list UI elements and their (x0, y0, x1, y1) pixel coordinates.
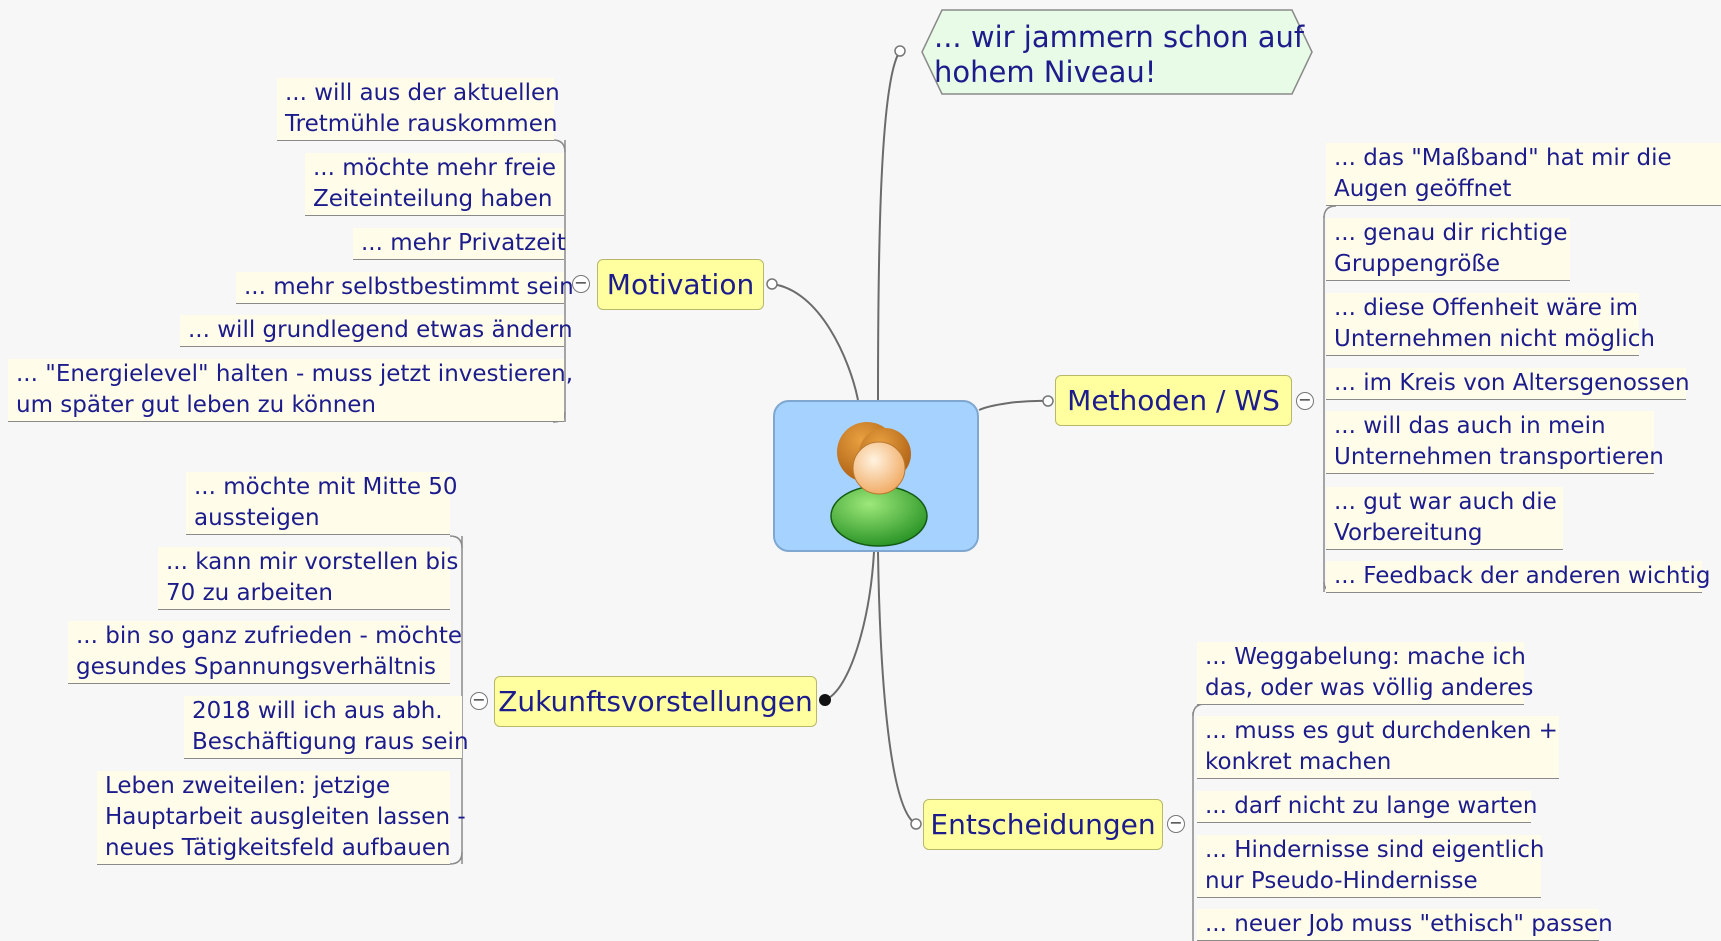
callout-shape (921, 9, 1313, 95)
link-endpoint (1042, 395, 1054, 407)
callout-line-1: ... wir jammern schon auf (934, 20, 1305, 54)
link-central-zukunft (824, 551, 875, 701)
person-icon (830, 422, 928, 547)
link-endpoint (766, 278, 778, 290)
callout-text: ... wir jammern schon auf hohem Niveau! (934, 20, 1304, 90)
collapse-toggle-methoden[interactable]: − (1296, 392, 1314, 410)
zukunft-item-4[interactable]: 2018 will ich aus abh. Beschäftigung rau… (184, 696, 469, 759)
topic-entscheidungen-label: Entscheidungen (930, 808, 1156, 841)
zukunft-item-1[interactable]: ... möchte mit Mitte 50 aussteigen (186, 472, 458, 535)
methoden-item-3[interactable]: ... diese Offenheit wäre im Unternehmen … (1326, 293, 1655, 356)
topic-zukunft-label: Zukunftsvorstellungen (498, 685, 813, 718)
central-topic[interactable] (773, 400, 979, 552)
zukunft-item-3[interactable]: ... bin so ganz zufrieden - möchte gesun… (68, 621, 462, 684)
entscheidungen-item-5[interactable]: ... neuer Job muss "ethisch" passen (1197, 909, 1613, 941)
entscheidungen-item-2[interactable]: ... muss es gut durchdenken + konkret ma… (1197, 716, 1559, 779)
entscheidungen-item-4[interactable]: ... Hindernisse sind eigentlich nur Pseu… (1197, 835, 1544, 898)
motivation-item-5[interactable]: ... will grundlegend etwas ändern (180, 315, 573, 347)
methoden-item-6[interactable]: ... gut war auch die Vorbereitung (1326, 487, 1563, 550)
callout-line-2: hohem Niveau! (934, 55, 1157, 89)
link-central-methoden (978, 399, 1049, 411)
motivation-item-2[interactable]: ... möchte mehr freie Zeiteinteilung hab… (305, 153, 564, 216)
methoden-item-5[interactable]: ... will das auch in mein Unternehmen tr… (1326, 411, 1664, 474)
topic-methoden[interactable]: Methoden / WS (1055, 375, 1292, 426)
collapse-toggle-entscheidungen[interactable]: − (1167, 815, 1185, 833)
entscheidungen-item-3[interactable]: ... darf nicht zu lange warten (1197, 791, 1538, 823)
topic-zukunft[interactable]: Zukunftsvorstellungen (494, 676, 817, 727)
motivation-item-6[interactable]: ... "Energielevel" halten - muss jetzt i… (8, 359, 573, 422)
topic-motivation[interactable]: Motivation (597, 259, 764, 310)
methoden-item-2[interactable]: ... genau dir richtige Gruppengröße (1326, 218, 1570, 281)
methoden-item-4[interactable]: ... im Kreis von Altersgenossen (1326, 368, 1690, 400)
methoden-item-7[interactable]: ... Feedback der anderen wichtig (1326, 561, 1710, 593)
link-central-motivation (771, 283, 859, 401)
zukunft-item-5[interactable]: Leben zweiteilen: jetzige Hauptarbeit au… (97, 771, 466, 865)
link-endpoint (910, 818, 922, 830)
topic-motivation-label: Motivation (606, 268, 755, 301)
link-endpoint-selected (819, 694, 831, 706)
motivation-item-4[interactable]: ... mehr selbstbestimmt sein (236, 272, 574, 304)
methoden-item-1[interactable]: ... das "Maßband" hat mir die Augen geöf… (1326, 143, 1721, 206)
zukunft-item-2[interactable]: ... kann mir vorstellen bis 70 zu arbeit… (158, 547, 458, 610)
entscheidungen-item-1[interactable]: ... Weggabelung: mache ich das, oder was… (1197, 642, 1533, 705)
link-central-entscheidungen (877, 551, 917, 825)
link-central-callout (877, 50, 901, 401)
motivation-item-1[interactable]: ... will aus der aktuellen Tretmühle rau… (277, 78, 560, 141)
topic-entscheidungen[interactable]: Entscheidungen (923, 799, 1163, 850)
link-endpoint (894, 45, 906, 57)
callout-node[interactable]: ... wir jammern schon auf hohem Niveau! (920, 8, 1316, 96)
collapse-toggle-zukunft[interactable]: − (470, 692, 488, 710)
collapse-toggle-motivation[interactable]: − (572, 275, 590, 293)
motivation-item-3[interactable]: ... mehr Privatzeit (353, 228, 566, 260)
topic-methoden-label: Methoden / WS (1067, 384, 1280, 417)
